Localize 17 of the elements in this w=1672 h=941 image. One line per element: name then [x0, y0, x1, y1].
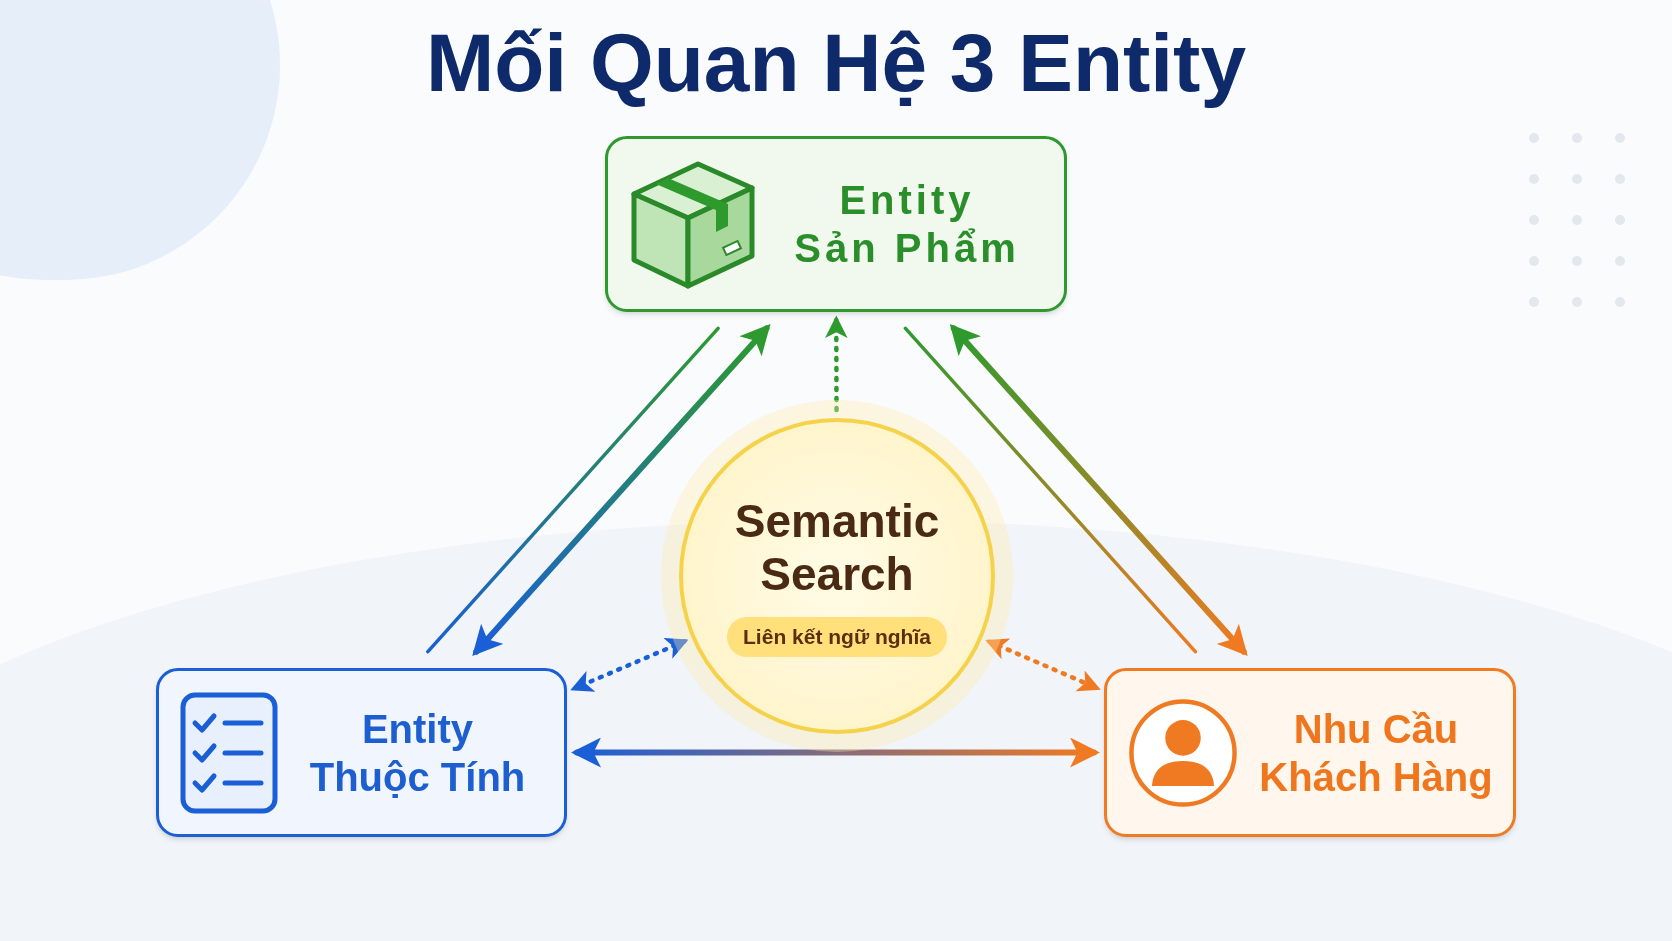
title: Mối Quan Hệ 3 Entity [424, 16, 1248, 110]
dotted-arrow [985, 638, 1101, 692]
double-arrow [472, 323, 771, 657]
double-arrow [949, 323, 1248, 657]
entity-label: Nhu Cầu Khách Hàng [1258, 705, 1494, 801]
double-arrow [571, 737, 1100, 768]
connector-line [426, 326, 720, 654]
entity-box [1104, 668, 1516, 837]
connector-line [903, 326, 1198, 654]
circle-title: Semantic Search [733, 495, 941, 602]
entity-box [156, 668, 567, 837]
entity-label: Entity Thuộc Tính [308, 705, 527, 801]
circle-subtitle-pill: Liên kết ngữ nghĩa [727, 617, 947, 657]
dotted-arrow [570, 638, 689, 692]
dotted-arrow [825, 315, 848, 413]
entity-label: Entity Sản Phẩm [793, 177, 1021, 272]
entity-box [605, 136, 1067, 312]
